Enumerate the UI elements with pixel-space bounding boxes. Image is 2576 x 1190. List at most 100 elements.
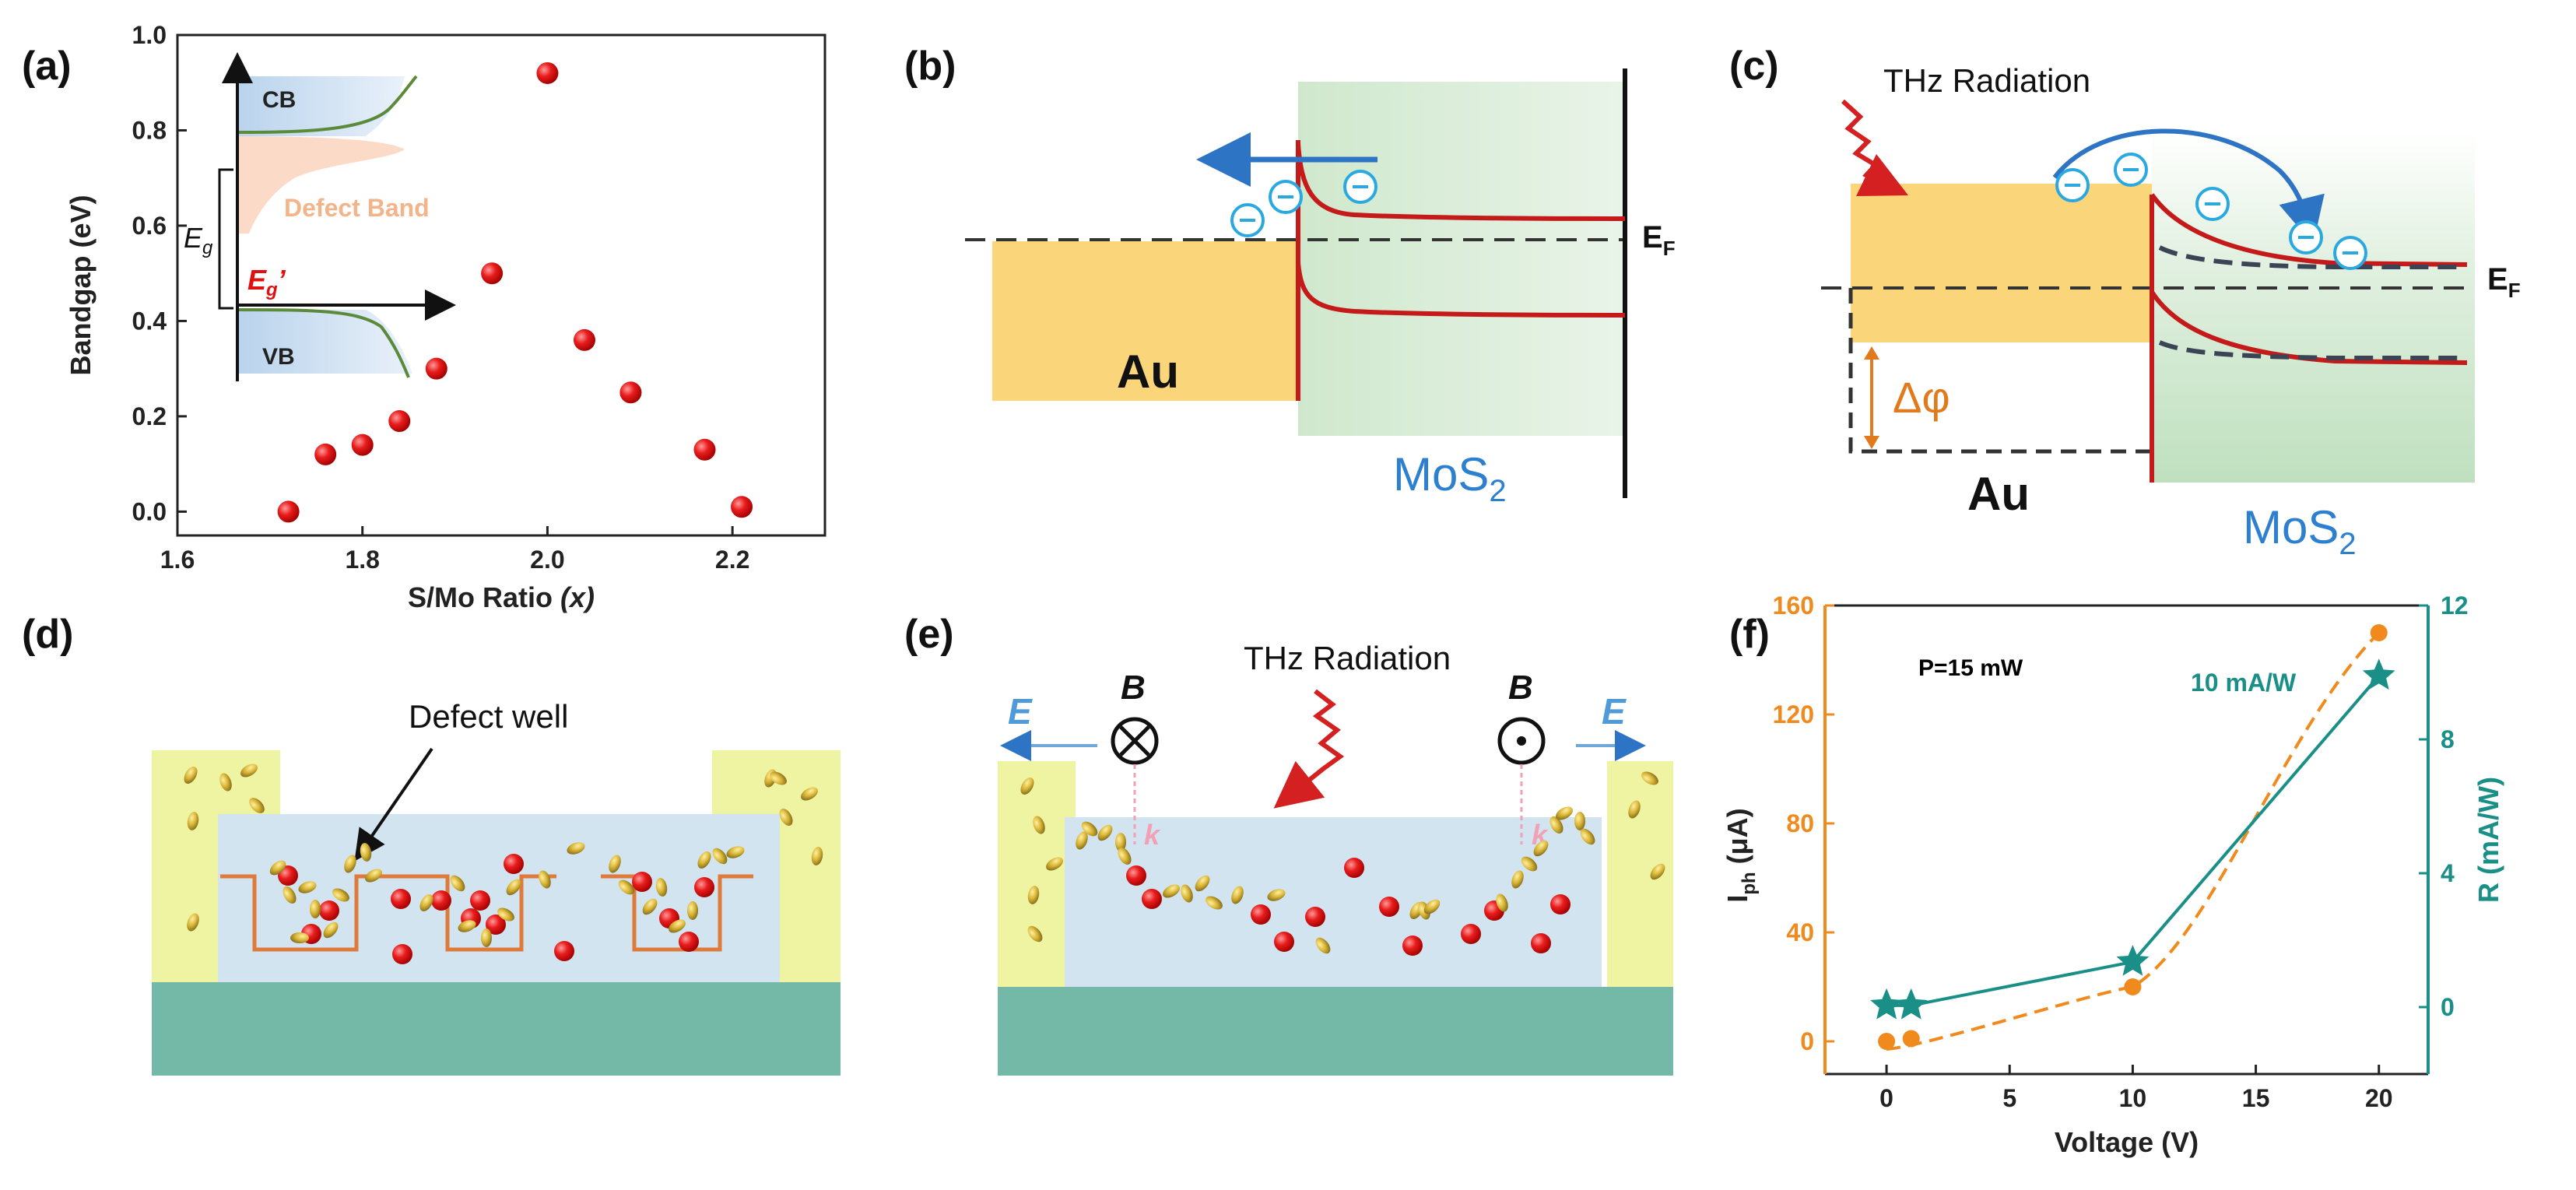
carrier-grain bbox=[269, 860, 286, 876]
x-tick-label: 10 bbox=[2119, 1084, 2147, 1112]
responsivity-point bbox=[1870, 988, 1904, 1020]
carrier-grain bbox=[1027, 886, 1040, 904]
carrier-grain bbox=[219, 773, 232, 792]
carrier-grain bbox=[187, 913, 199, 932]
carrier-grains-d bbox=[184, 763, 823, 947]
data-point bbox=[277, 500, 300, 523]
b-field-into-page bbox=[1111, 717, 1159, 765]
right-electrode-e bbox=[1607, 761, 1673, 987]
x-tick-label: 0 bbox=[1879, 1084, 1893, 1112]
data-point bbox=[388, 410, 411, 433]
iph-point bbox=[1902, 1030, 1920, 1048]
mos2-film-e bbox=[1065, 817, 1602, 987]
e-left-label: E bbox=[1008, 691, 1033, 732]
panel-b-diagram: Au MoS2 EF bbox=[965, 68, 1676, 508]
hot-electron-arrow bbox=[2052, 128, 2325, 245]
dphi-label: Δφ bbox=[1893, 373, 1950, 422]
panel-a-label: (a) bbox=[22, 44, 72, 89]
vacancy-particle bbox=[1126, 865, 1146, 886]
au-block-c bbox=[1851, 184, 2152, 342]
left-y-tick-label: 40 bbox=[1786, 918, 1814, 946]
defect-well-pointer bbox=[354, 747, 433, 862]
panel-d-diagram: Defect well bbox=[152, 698, 841, 1076]
vb-band bbox=[237, 310, 412, 374]
x-axis-title: Voltage (V) bbox=[2055, 1126, 2199, 1158]
carrier-grain bbox=[187, 812, 199, 830]
carrier-grain bbox=[609, 855, 621, 873]
carrier-grain bbox=[1231, 886, 1244, 904]
y-tick-label: 0.0 bbox=[132, 497, 167, 525]
carrier-grain bbox=[618, 879, 635, 895]
data-point bbox=[481, 262, 504, 285]
carrier-grain bbox=[1423, 899, 1441, 914]
carrier-grain bbox=[811, 847, 823, 865]
x-tick-label: 2.2 bbox=[715, 546, 749, 574]
panel-c-label: (c) bbox=[1729, 44, 1779, 89]
y-tick-label: 0.8 bbox=[132, 116, 167, 144]
carrier-grain bbox=[1533, 840, 1549, 857]
carrier-grain bbox=[567, 842, 585, 855]
responsivity-point bbox=[2362, 658, 2395, 690]
vacancy-particle bbox=[1251, 904, 1271, 925]
y-tick-label: 0.4 bbox=[132, 307, 167, 335]
x-axis-title: S/Mo Ratio (x) bbox=[408, 581, 595, 613]
au-block bbox=[992, 241, 1298, 401]
ef-label-c: EF bbox=[2487, 262, 2521, 302]
power-annotation: P=15 mW bbox=[1918, 655, 2023, 681]
carrier-grain bbox=[642, 898, 658, 915]
iph-point bbox=[1878, 1033, 1896, 1050]
left-y-tick-label: 80 bbox=[1786, 809, 1814, 837]
responsivity-line bbox=[1886, 674, 2381, 1007]
carrier-grain bbox=[298, 881, 317, 893]
data-point bbox=[536, 61, 559, 84]
carrier-grain bbox=[1556, 806, 1573, 820]
carrier-grain bbox=[669, 919, 686, 933]
vacancy-particle bbox=[1274, 932, 1294, 952]
left-axis-title-unit: (μA) bbox=[1721, 808, 1753, 872]
responsivity-annotation: 10 mA/W bbox=[2191, 669, 2297, 697]
eg-label: Eg bbox=[184, 222, 213, 258]
thz-label-c: THz Radiation bbox=[1883, 62, 2090, 99]
e-right-label: E bbox=[1602, 691, 1627, 732]
carrier-grain bbox=[1641, 771, 1658, 785]
mos2-label: MoS2 bbox=[1393, 448, 1507, 508]
carrier-grain bbox=[770, 771, 787, 785]
vacancy-particle bbox=[632, 872, 652, 892]
cb-curve bbox=[237, 75, 418, 134]
carrier-grain bbox=[1628, 800, 1641, 819]
carrier-grain bbox=[687, 901, 698, 920]
panel-e-diagram: E E B B k k THz Radiation bbox=[998, 640, 1673, 1076]
defect-band-shape bbox=[237, 136, 405, 233]
carrier-grain bbox=[1115, 833, 1126, 851]
vacancy-particle bbox=[392, 944, 412, 964]
data-point bbox=[731, 496, 753, 518]
panel-b-label: (b) bbox=[904, 44, 956, 89]
carrier-grain bbox=[712, 848, 728, 865]
data-point bbox=[314, 443, 337, 465]
vacancy-particle bbox=[1531, 933, 1551, 953]
carrier-grains-e bbox=[1020, 771, 1665, 954]
carrier-grain bbox=[1076, 831, 1088, 850]
mos2-region-c bbox=[2152, 132, 2475, 483]
carrier-grain bbox=[1046, 857, 1063, 871]
vb-curve bbox=[237, 308, 410, 378]
carrier-grain bbox=[779, 809, 793, 826]
vacancy-particle bbox=[319, 900, 339, 921]
vacancy-particle bbox=[1550, 894, 1571, 914]
b-right-label: B bbox=[1508, 669, 1533, 707]
carrier-grain bbox=[419, 894, 433, 911]
defect-wells bbox=[220, 874, 753, 952]
vacancy-particle bbox=[278, 865, 298, 886]
defect-band-label: Defect Band bbox=[284, 194, 430, 222]
carrier-grain bbox=[1181, 884, 1193, 903]
data-point bbox=[573, 328, 595, 351]
plot-frame bbox=[176, 33, 826, 537]
carrier-grain bbox=[290, 932, 309, 943]
left-axis-title: Iph (μA) bbox=[1721, 808, 1760, 902]
vb-edge bbox=[1296, 262, 1626, 318]
substrate-e bbox=[998, 987, 1673, 1076]
carrier-grain bbox=[697, 851, 711, 869]
panel-c-diagram: THz Radiation Δφ Au MoS2 EF bbox=[1821, 62, 2521, 561]
thz-wave-e bbox=[1273, 689, 1345, 809]
eg-bracket bbox=[218, 168, 233, 310]
